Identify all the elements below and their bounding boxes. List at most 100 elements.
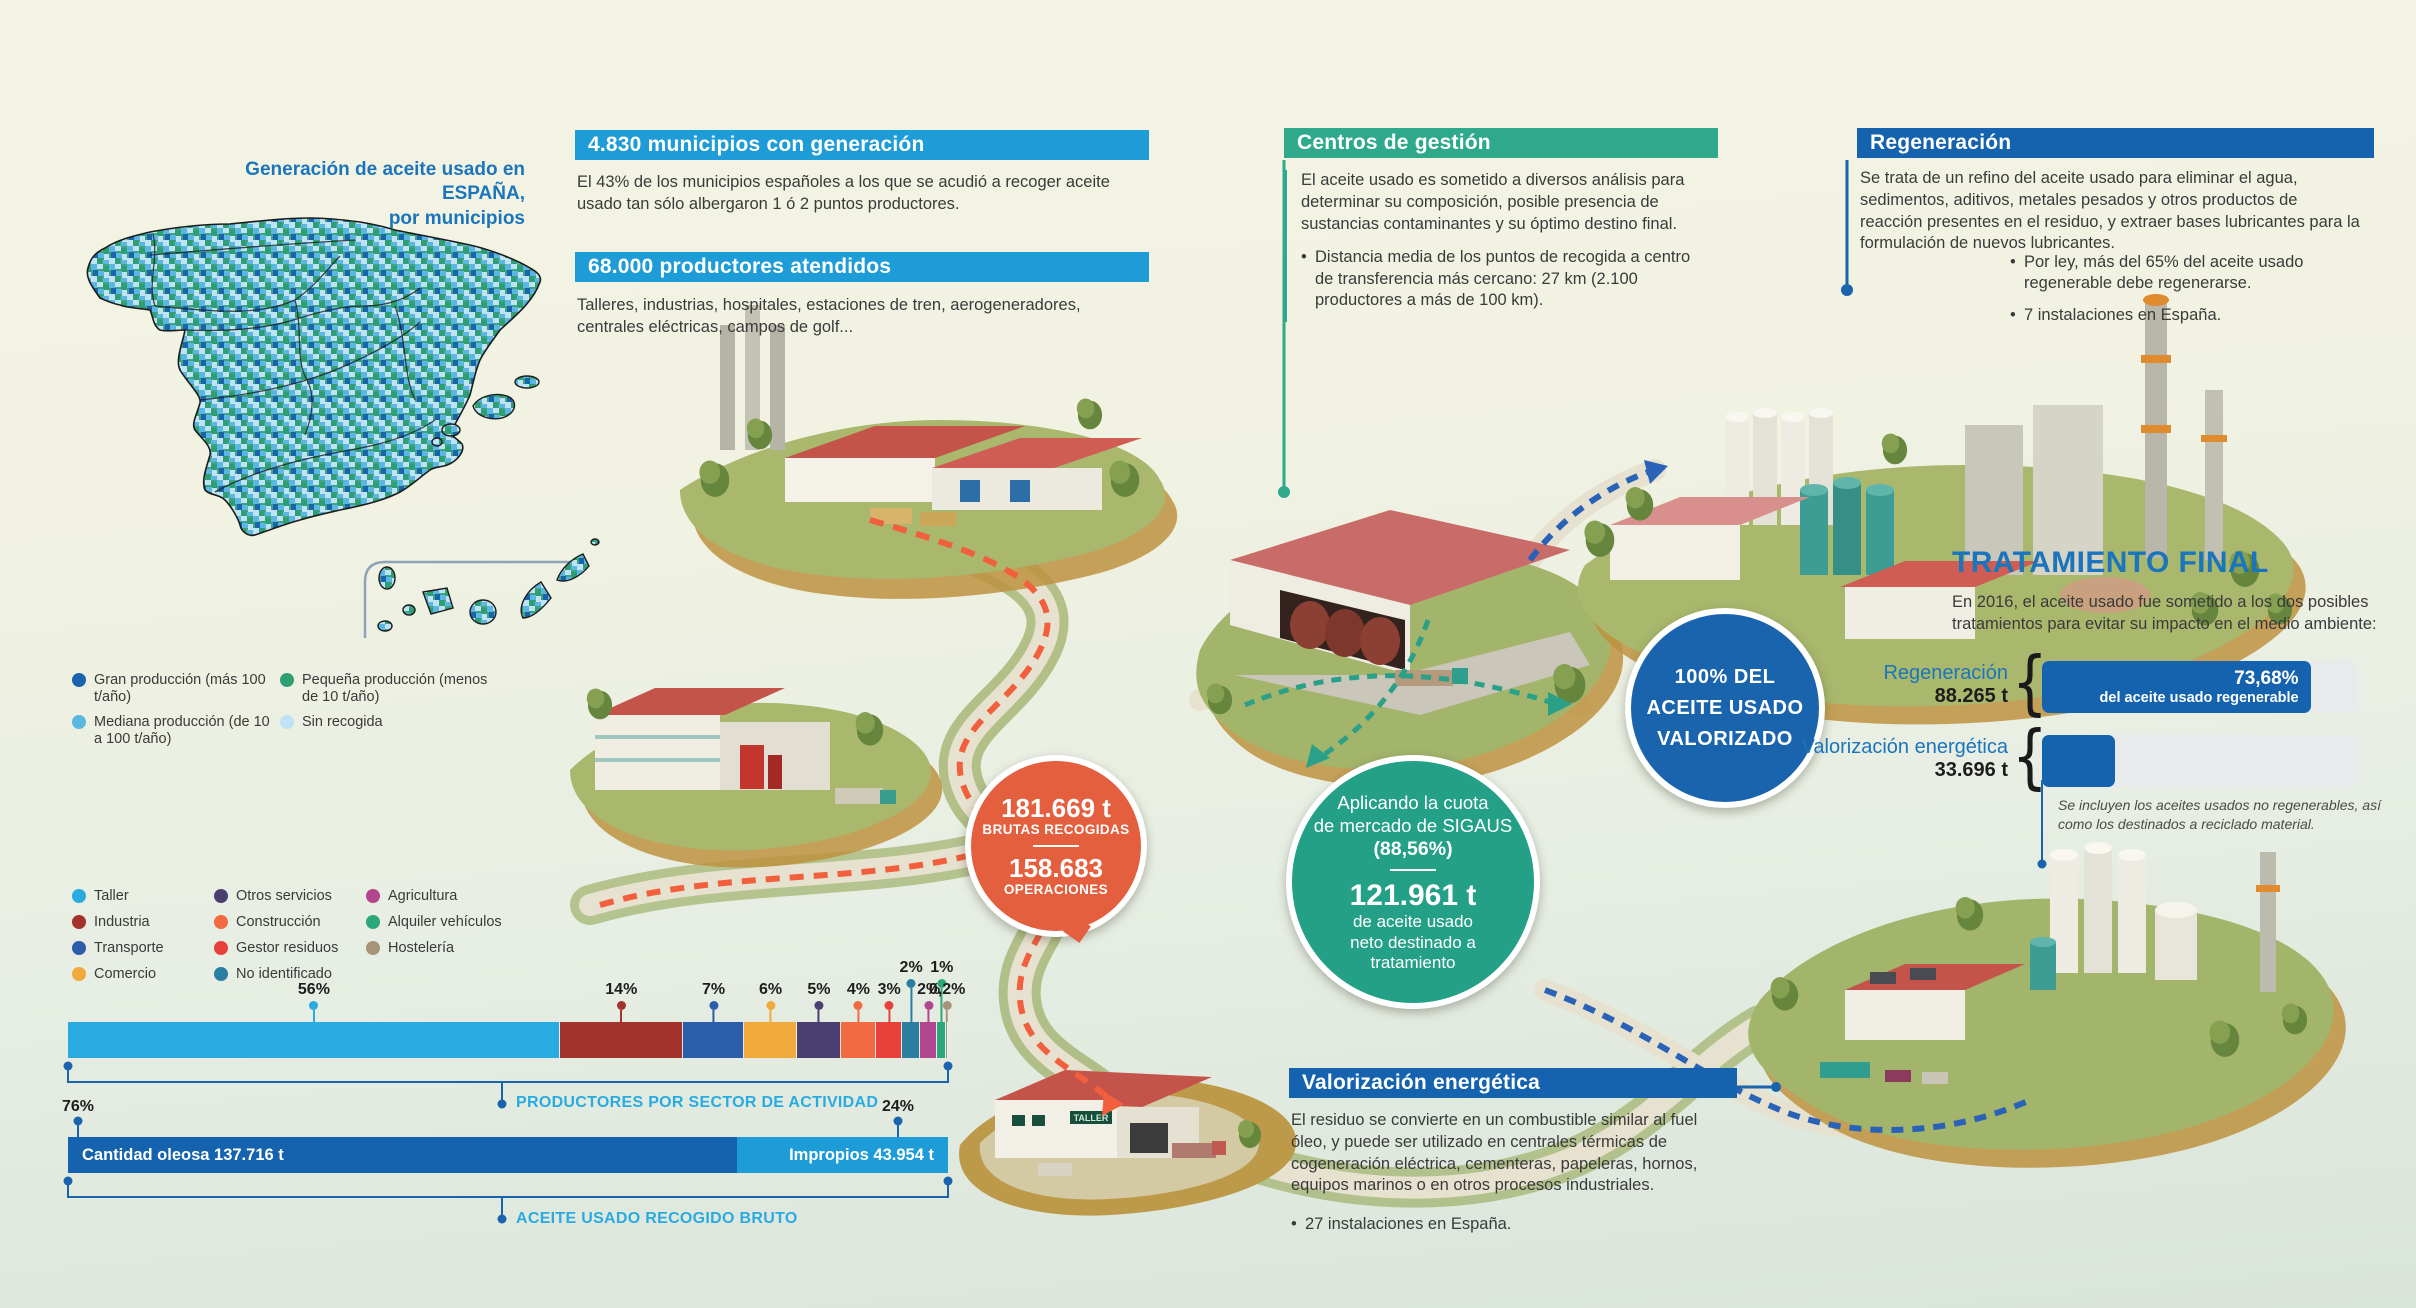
sector-legend-item: Agricultura <box>366 888 502 904</box>
sector-segment-gestor-residuos <box>875 1022 903 1058</box>
map-legend-item: Mediana producción (de 10 a 100 t/año) <box>72 714 280 747</box>
map-legend-label: Sin recogida <box>302 714 383 731</box>
panel-productores-title: 68.000 productores atendidos <box>575 252 1149 282</box>
percent-stem <box>620 1010 623 1022</box>
percent-stem <box>712 1010 715 1022</box>
percent-dot <box>942 1001 952 1010</box>
panel-municipios-title-text: 4.830 municipios con generación <box>588 133 925 156</box>
sector-segment-industria <box>559 1022 683 1058</box>
sector-legend-item: No identificado <box>214 966 342 982</box>
panel-productores-body: Talleres, industrias, hospitales, estaci… <box>577 296 1081 336</box>
sector-percent-label: 5% <box>807 981 830 1022</box>
percent-stem <box>312 1010 315 1022</box>
percent-stem <box>888 1010 891 1022</box>
badge-cuota-share: (88,56%) <box>1373 837 1453 860</box>
scene-management-center <box>1196 510 1624 787</box>
connector-regeneracion <box>1841 160 1853 296</box>
panel-regeneracion-title-text: Regeneración <box>1870 131 2012 154</box>
bullet-item: Distancia media de los puntos de recogid… <box>1301 247 1693 311</box>
legend-dot <box>72 889 86 903</box>
badge-cuota-intro3: (88,56%) <box>1373 837 1452 861</box>
percent-text: 1% <box>930 959 954 976</box>
region-borders <box>149 233 436 493</box>
scene-industrial-building <box>570 688 943 868</box>
sector-segment-agricultura <box>919 1022 938 1058</box>
map-legend-item: Sin recogida <box>280 714 490 747</box>
sector-percent-label: 4% <box>847 981 870 1022</box>
sector-percent-label: 2% <box>900 959 923 1022</box>
sector-percent-label: 3% <box>878 981 901 1022</box>
row1-bar-pct: 73,68% <box>2234 668 2299 689</box>
divider <box>1033 845 1079 847</box>
sector-legend-label: No identificado <box>236 966 332 982</box>
row2-tons: 33.696 t <box>1934 759 2008 781</box>
map-title: Generación de aceite usado en ESPAÑA, po… <box>160 158 525 231</box>
map-legend: Gran producción (más 100 t/año)Pequeña p… <box>72 672 490 748</box>
legend-dot <box>214 889 228 903</box>
legend-dot <box>366 889 380 903</box>
sector-percent-label: 14% <box>605 981 637 1022</box>
legend-dot <box>214 915 228 929</box>
legend-dot <box>72 715 86 730</box>
badge-recogida-value1: 181.669 t <box>1001 792 1111 823</box>
sector-legend-label: Gestor residuos <box>236 940 339 956</box>
percent-text: 5% <box>807 981 831 998</box>
caption-productores: PRODUCTORES POR SECTOR DE ACTIVIDAD <box>516 1094 879 1111</box>
sector-percent-label: 0,2% <box>929 981 965 1022</box>
panel-valorizacion-title-text: Valorización energética <box>1302 1071 1541 1094</box>
bullet-item: 27 instalaciones en España. <box>1291 1214 1671 1236</box>
legend-dot <box>214 967 228 981</box>
sector-percent-label: 6% <box>759 981 782 1022</box>
panel-regeneracion-title: Regeneración <box>1857 128 2374 158</box>
sector-legend-item: Gestor residuos <box>214 940 342 956</box>
scene-valorization-plant <box>1748 842 2346 1168</box>
percent-text: 2% <box>917 981 941 998</box>
badge-cuota-intro1: Aplicando la cuota <box>1337 791 1489 813</box>
panel-valorizacion-title: Valorización energética <box>1289 1068 1737 1098</box>
panel-municipios-body: El 43% de los municipios españoles a los… <box>577 173 1110 213</box>
badge-cuota-sigaus: Aplicando la cuota de mercado de SIGAUS … <box>1286 755 1540 1009</box>
spain-map <box>86 217 600 638</box>
legend-dot <box>72 673 86 687</box>
badge-valorizado-line2: ACEITE USADO <box>1646 696 1804 719</box>
route-blue-arrow <box>1644 460 1668 484</box>
percent-text: 3% <box>877 981 901 998</box>
marker-24 <box>893 1116 903 1137</box>
sector-segment-taller <box>68 1022 560 1058</box>
row2-name: Valorización energética <box>1801 736 2008 758</box>
badge-cuota-cap1: de aceite usado <box>1352 912 1474 932</box>
percent-stem <box>857 1010 860 1022</box>
badge-recogida-value2: 158.683 <box>1009 853 1103 883</box>
svg-text:TALLER: TALLER <box>1074 1113 1109 1123</box>
badge-valorizado: 100% DEL ACEITE USADO VALORIZADO <box>1625 608 1825 808</box>
row2-brace: { <box>2012 716 2048 798</box>
panel-centros-body-wrap: El aceite usado es sometido a diversos a… <box>1284 170 1693 322</box>
tratamiento-title: TRATAMIENTO FINAL <box>1952 546 2269 579</box>
spain-mainland <box>86 217 542 537</box>
percent-dot <box>616 1001 626 1010</box>
sector-percent-label: 7% <box>702 981 725 1022</box>
percent-dot <box>884 1001 894 1010</box>
sector-legend-item: Otros servicios <box>214 888 342 904</box>
sector-legend-item: Alquiler vehículos <box>366 914 502 930</box>
sector-legend-label: Industria <box>94 914 150 930</box>
badge-recogida-caption2: OPERACIONES <box>1003 882 1109 898</box>
label-pct-right: 24% <box>882 1098 915 1115</box>
row1-bar-caption: del aceite usado regenerable <box>2099 690 2299 706</box>
sector-legend-label: Transporte <box>94 940 164 956</box>
percent-text: 56% <box>297 981 330 998</box>
sector-percent-label: 1% <box>930 959 953 1022</box>
tratamiento-row1-label: Regeneración 88.265 t <box>1790 662 2008 708</box>
row1-tons: 88.265 t <box>1934 685 2008 707</box>
panel-regeneracion-bullets: Por ley, más del 65% del aceite usado re… <box>2010 252 2355 336</box>
percent-stem <box>910 988 913 1022</box>
percent-dot <box>309 1001 319 1010</box>
sector-segment-no-identificado <box>902 1022 920 1058</box>
tratamiento-note: Se incluyen los aceites usados no regene… <box>2058 797 2381 832</box>
legend-dot <box>72 941 86 955</box>
legend-dot <box>280 673 294 687</box>
percent-text: 6% <box>759 981 783 998</box>
map-legend-item: Pequeña producción (menos de 10 t/año) <box>280 672 490 705</box>
route-blue-dashed <box>1527 469 2032 1133</box>
